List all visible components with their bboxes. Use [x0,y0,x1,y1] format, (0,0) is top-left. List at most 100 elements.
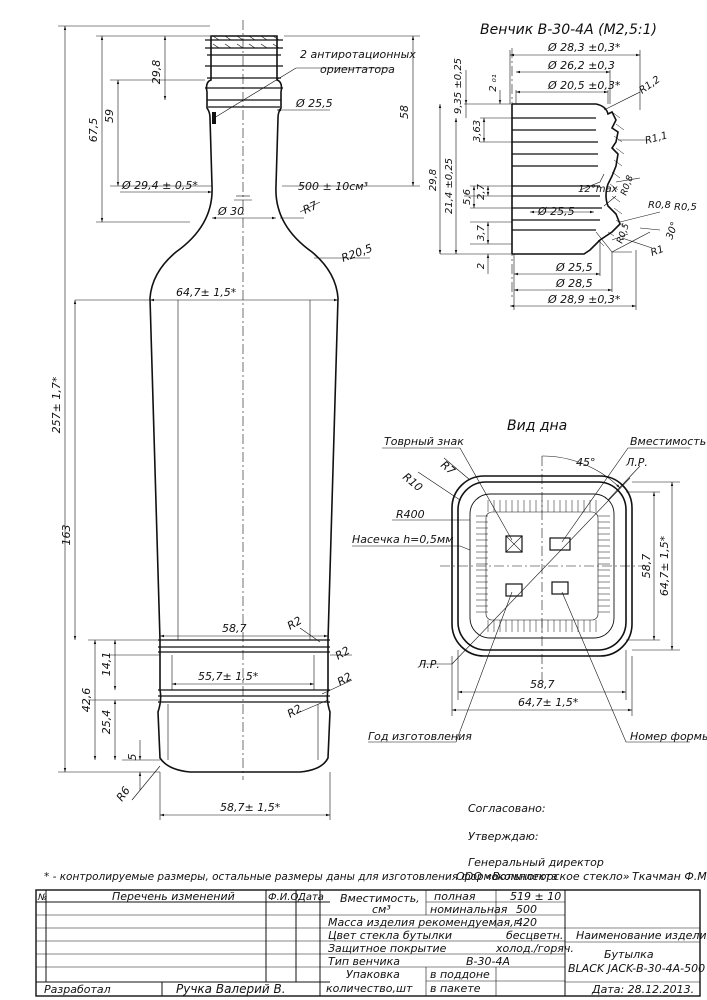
svg-text:29,8: 29,8 [150,60,163,85]
svg-text:Упаковка: Упаковка [346,968,400,981]
svg-text:9,35 ±0,25: 9,35 ±0,25 [453,58,464,114]
svg-text:см³: см³ [372,903,391,916]
svg-text:Масса изделия рекомендуемая,г.: Масса изделия рекомендуемая,г. [328,916,523,929]
svg-text:58,7± 1,5*: 58,7± 1,5* [220,801,281,814]
svg-text:45°: 45° [576,456,596,469]
neck-profile [512,103,621,255]
svg-text:R2: R2 [335,670,354,689]
svg-text:2: 2 [476,263,487,269]
svg-text:5: 5 [126,754,139,761]
bottom-notches [476,500,610,632]
svg-text:Ткачман Ф.М.: Ткачман Ф.М. [632,870,707,883]
svg-text:R7: R7 [301,199,320,217]
svg-text:Насечка h=0,5мм: Насечка h=0,5мм [352,533,454,546]
svg-text:Разработал: Разработал [44,983,111,996]
svg-text:R1,1: R1,1 [644,130,669,147]
svg-text:Вместимость: Вместимость [630,435,706,448]
svg-text:5,6: 5,6 [462,189,473,205]
svg-text:500 ± 10см³: 500 ± 10см³ [298,180,369,193]
orientator-leader [213,67,390,119]
svg-text:3,7: 3,7 [476,224,487,241]
svg-text:Ø 30: Ø 30 [217,205,244,218]
svg-text:Ø 28,5: Ø 28,5 [555,277,593,290]
footnote: * - контролируемые размеры, остальные ра… [44,871,558,883]
neck-dimension-labels: Ø 28,3 ±0,3* Ø 26,2 ±0,3 Ø 20,5 ±0,3* 9,… [428,41,697,306]
svg-text:номинальная: номинальная [430,903,508,916]
svg-text:Согласовано:: Согласовано: [468,802,546,815]
title-block-text: № Перечень изменений Ф.И.О. Дата Вместим… [37,890,707,996]
svg-text:58: 58 [398,105,411,119]
neck-title: Венчик В-30-4А (M2,5:1) [480,22,657,38]
svg-text:Наименование изделия: Наименование изделия [576,929,707,942]
trademark-leader [382,447,513,541]
bottle-view [58,20,420,820]
svg-text:67,5: 67,5 [87,118,100,143]
svg-text:14,1: 14,1 [100,652,113,677]
year-mark [505,583,523,597]
svg-text:количество,шт: количество,шт [326,982,413,995]
svg-text:Ø 20,5 ±0,3*: Ø 20,5 ±0,3* [547,79,621,92]
svg-text:ООО «Вольногорское стекло»: ООО «Вольногорское стекло» [456,870,630,883]
svg-text:30°: 30° [664,221,680,241]
svg-text:25,4: 25,4 [100,710,113,735]
approvals-block: Согласовано: Утверждаю: Генеральный дире… [44,802,707,883]
svg-text:R7: R7 [438,458,458,477]
svg-text:55,7± 1,5*: 55,7± 1,5* [198,670,259,683]
svg-text:Цвет стекла бутылки: Цвет стекла бутылки [328,929,452,942]
svg-text:BLACK JACK-В-30-4А-500: BLACK JACK-В-30-4А-500 [568,962,705,975]
svg-text:64,7± 1,5*: 64,7± 1,5* [658,535,671,596]
svg-text:холод./горяч.: холод./горяч. [495,942,574,955]
svg-text:Ø 25,5: Ø 25,5 [295,97,333,110]
svg-text:R0,8: R0,8 [619,174,636,197]
svg-text:бесцветн.: бесцветн. [506,929,563,942]
svg-text:3,63: 3,63 [472,120,483,142]
mold-number-mark [551,581,569,595]
svg-text:Ø 29,4 ± 0,5*: Ø 29,4 ± 0,5* [121,179,198,192]
svg-text:Л.Р.: Л.Р. [625,456,648,469]
svg-text:Номер формы: Номер формы [630,730,707,743]
svg-text:2,7: 2,7 [476,183,487,200]
svg-text:Ø 26,2 ±0,3: Ø 26,2 ±0,3 [547,59,615,72]
mold-leader [561,591,690,743]
svg-text:Л.Р.: Л.Р. [417,658,440,671]
svg-text:R1,2: R1,2 [637,74,662,96]
dim-total-height-label: 257± 1,7* [50,376,63,433]
svg-text:R1: R1 [649,244,665,259]
svg-text:Ø 28,9 ±0,3*: Ø 28,9 ±0,3* [547,293,621,306]
svg-text:Утверждаю:: Утверждаю: [468,830,539,843]
svg-text:500: 500 [516,903,537,916]
svg-text:58,7: 58,7 [640,554,653,579]
capacity-mark [549,537,571,551]
neck-hatch [597,111,625,247]
svg-text:R0,5: R0,5 [674,202,697,213]
svg-text:Генеральный директор: Генеральный директор [468,856,604,869]
svg-text:64,7± 1,5*: 64,7± 1,5* [176,286,237,299]
svg-text:R400: R400 [396,508,425,521]
svg-text:21,4 ±0,25: 21,4 ±0,25 [444,158,455,214]
svg-text:R2: R2 [285,702,304,721]
neck-thread-lines [512,117,598,167]
bottle-dimension-labels: 257± 1,7* 67,5 59 29,8 58 163 42,6 14,1 … [50,48,416,814]
svg-text:420: 420 [516,916,537,929]
trademark-mark [505,535,523,553]
svg-text:Ø 28,3 ±0,3*: Ø 28,3 ±0,3* [547,41,621,54]
svg-text:2 ₀₁: 2 ₀₁ [488,74,499,92]
svg-text:полная: полная [434,890,476,903]
bottom-view-labels: Товрный знак Вместимость 45° Л.Р. R10 R7… [352,435,707,743]
capacity-leader [561,447,690,543]
svg-text:64,7± 1,5*: 64,7± 1,5* [518,696,579,709]
svg-text:Вместимость,: Вместимость, [340,892,420,905]
svg-text:58,7: 58,7 [530,678,555,691]
svg-text:ориентатора: ориентатора [320,63,395,76]
finish-rings [205,65,283,108]
svg-text:Товрный знак: Товрный знак [384,435,464,448]
svg-text:В-30-4А: В-30-4А [466,955,510,968]
thread-hatch [212,35,280,49]
svg-text:42,6: 42,6 [80,688,93,713]
svg-text:12°max: 12°max [578,184,618,195]
svg-text:Год изготовления: Год изготовления [368,730,472,743]
svg-text:58,7: 58,7 [222,622,247,635]
svg-text:59: 59 [103,109,116,123]
svg-text:Бутылка: Бутылка [604,948,654,961]
svg-text:29,8: 29,8 [428,169,439,191]
